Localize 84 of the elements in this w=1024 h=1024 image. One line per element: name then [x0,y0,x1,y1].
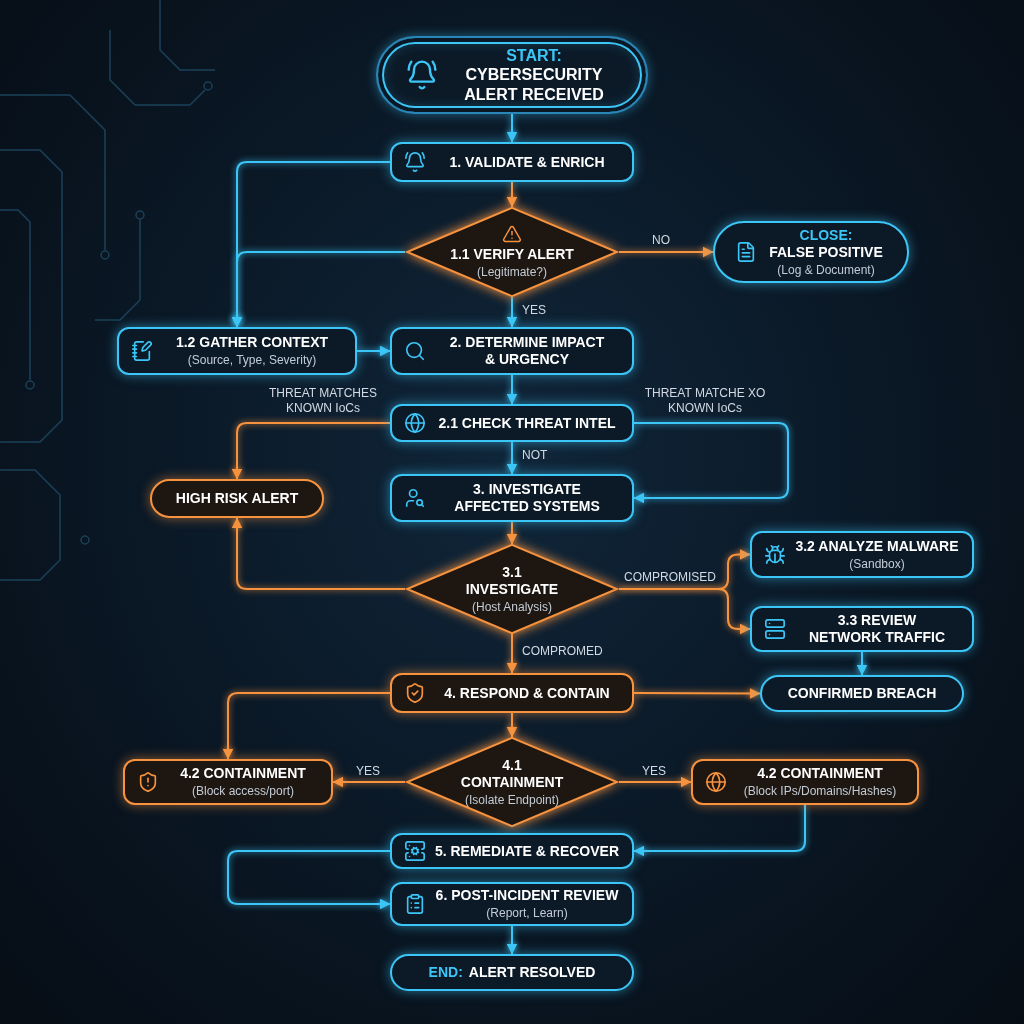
connector-arrow [633,687,761,699]
process-box [691,759,919,805]
node-title: 3.3 REVIEW NETWORK TRAFFIC [807,612,947,646]
edge-label: COMPROMED [522,644,603,659]
edge-label: YES [356,764,380,779]
connector-arrow [506,925,518,955]
connector-arrow [506,441,518,475]
connector-arrow [506,633,518,674]
outcome-pill [760,675,964,712]
process-box [390,404,634,442]
connector-arrow [856,651,868,676]
node-title: 4. RESPOND & CONTAIN [444,684,610,702]
end-terminal [390,954,634,991]
node-subtitle: (Block IPs/Domains/Hashes) [743,784,897,799]
node-subtitle: (Block access/port) [192,784,294,799]
node-title: 1.1 VERIFY ALERT [450,246,574,264]
terminal-pill [713,221,909,283]
alert-pill [150,479,324,518]
connector-arrow [231,517,406,590]
node-title: 1. VALIDATE & ENRICH [449,153,605,171]
connector-arrow [332,776,406,788]
connector-arrow [618,776,692,788]
node-title: 1.2 GATHER CONTEXT [175,334,329,352]
connector-arrow [506,296,518,328]
process-box [390,833,634,869]
process-box [390,474,634,522]
process-box [390,142,634,182]
process-box [117,327,357,375]
connector-arrow [506,521,518,545]
connector-arrow [506,113,518,143]
connector-arrow [506,181,518,208]
process-box [390,327,634,375]
connector-arrow [222,692,391,760]
node-title: ALERT RESOLVED [468,963,596,982]
node-title: 3.2 ANALYZE MALWARE [795,537,959,555]
connector-arrow [618,588,751,635]
start-terminal [376,36,648,114]
node-title: 2. DETERMINE IMPACT & URGENCY [448,334,606,368]
connector-arrow [231,422,391,480]
edge-label: YES [642,764,666,779]
process-box [390,673,634,713]
connector-arrow [633,422,789,504]
connector-arrow [231,251,406,328]
node-title: 4.2 CONTAINMENT [180,765,306,783]
process-box [750,531,974,578]
edge-label: NOT [522,448,548,463]
node-subtitle: (Legitimate?) [476,265,547,280]
decision-diamond [405,207,619,297]
connector-arrow [618,246,714,258]
node-subtitle: (Log & Document) [777,262,875,277]
edge-label: THREAT MATCHE XO KNOWN IoCs [643,386,767,416]
terminal-tag: CLOSE: [799,227,853,244]
node-title: 5. REMEDIATE & RECOVER [434,842,620,860]
terminal-tag: START: [506,46,562,66]
connector-arrow [227,850,391,910]
node-title: 3.1 INVESTIGATE [464,564,560,598]
decision-diamond [405,544,619,634]
process-box [750,606,974,652]
edge-label: COMPROMISED [624,570,716,585]
connector-arrow [356,345,391,357]
process-box [123,759,333,805]
node-subtitle: (Sandbox) [849,556,905,572]
edge-label: YES [522,303,546,318]
node-subtitle: (Source, Type, Severity) [187,353,317,368]
decision-diamond [405,737,619,827]
terminal-tag: END: [428,962,463,983]
connector-arrow [633,804,806,857]
edge-label: THREAT MATCHES KNOWN IoCs [268,386,378,416]
node-title: HIGH RISK ALERT [175,490,299,507]
node-title: 4.2 CONTAINMENT [757,765,883,783]
node-subtitle: (Isolate Endpoint) [464,792,560,807]
node-title: FALSE POSITIVE [769,243,883,261]
connector-arrow [506,712,518,738]
node-title: 2.1 CHECK THREAT INTEL [438,414,616,432]
node-subtitle: (Report, Learn) [486,906,568,921]
node-subtitle: (Host Analysis) [472,599,552,614]
node-title: 6. POST-INCIDENT REVIEW [435,887,619,905]
node-title: CYBERSECURITY ALERT RECEIVED [463,65,605,104]
edge-label: NO [652,233,670,248]
connector-arrow [506,374,518,405]
node-title: 4.1 CONTAINMENT [459,757,565,791]
process-box [390,882,634,926]
node-title: 3. INVESTIGATE AFFECTED SYSTEMS [453,481,601,515]
node-title: CONFIRMED BREACH [787,685,937,702]
